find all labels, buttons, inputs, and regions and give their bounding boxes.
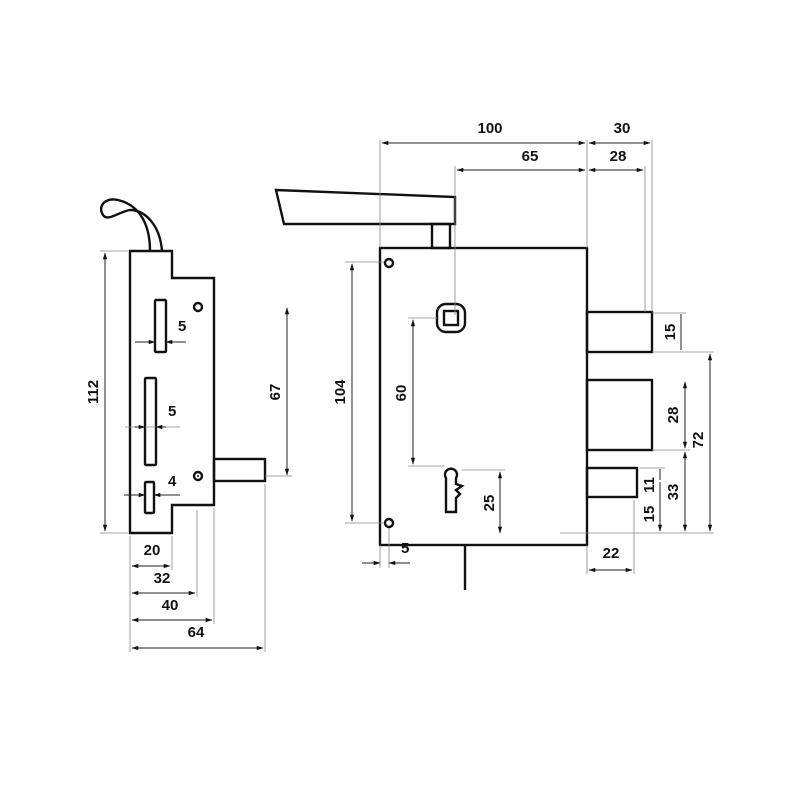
screw-hole-top: [383, 257, 395, 269]
dim-112: 112: [85, 380, 102, 404]
dim-67: 67: [267, 384, 284, 401]
hole-bottom: [192, 470, 204, 482]
dim-65: 65: [522, 148, 539, 165]
dim-28-deadbolt: 28: [665, 407, 682, 424]
dim-5-top: 5: [178, 318, 186, 335]
dim-30: 30: [614, 120, 631, 137]
dim-11: 11: [641, 477, 658, 493]
side-bolt: [212, 457, 267, 483]
side-body: [128, 249, 216, 535]
dim-25: 25: [481, 495, 498, 512]
slot-bottom: [143, 480, 156, 515]
dim-28-top: 28: [610, 148, 627, 165]
dim-4: 4: [168, 473, 177, 490]
dim-64: 64: [188, 624, 205, 641]
dim-15-bolt: 15: [662, 324, 679, 341]
spindle: [430, 222, 452, 250]
handle-pipe: [99, 198, 164, 252]
dim-5-front: 5: [401, 540, 409, 557]
square-follower: [435, 302, 467, 334]
lever-handle: [274, 188, 457, 226]
dim-33: 33: [665, 484, 682, 501]
dim-5-middle: 5: [168, 403, 176, 420]
side-view: 112 67 5 5 4 20 32 40 64: [85, 198, 292, 652]
slot-middle: [143, 376, 158, 467]
dim-22: 22: [603, 545, 620, 562]
latch-bolt: [585, 466, 639, 499]
dim-40: 40: [162, 597, 179, 614]
dim-72: 72: [690, 432, 707, 449]
dim-100: 100: [477, 120, 502, 137]
screw-hole-bottom: [383, 517, 395, 529]
dead-bolt: [585, 378, 654, 452]
upper-bolt: [585, 310, 654, 354]
dim-20: 20: [144, 542, 161, 559]
dim-60: 60: [393, 385, 410, 402]
hole-top: [192, 301, 204, 313]
dim-104: 104: [332, 379, 349, 405]
dim-32: 32: [154, 570, 171, 587]
keyhole: [443, 467, 465, 514]
dim-15-latch: 15: [641, 506, 658, 523]
slot-top: [153, 298, 168, 354]
front-view: 100 30 65 28 104 60 25 5 22 15 28 72 33: [274, 120, 714, 590]
